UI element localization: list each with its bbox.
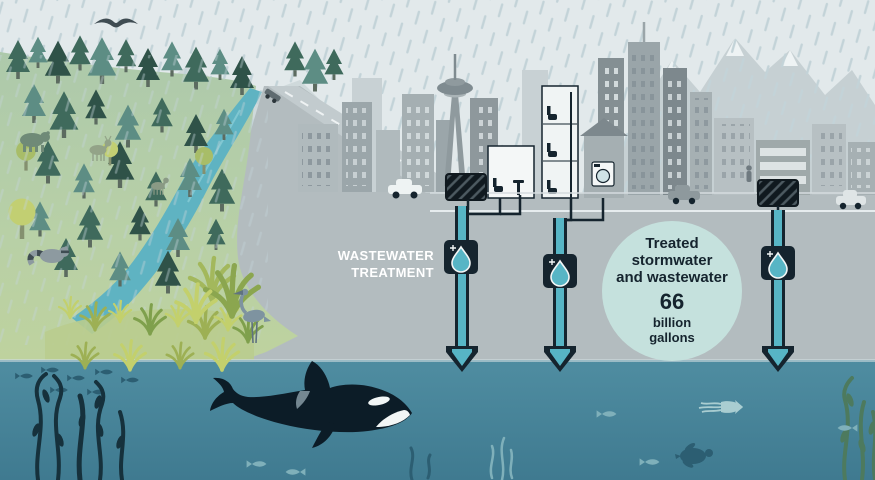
- shoreline: [0, 359, 875, 362]
- kelp: [32, 372, 126, 480]
- treated-water-drop-icon: [760, 245, 796, 281]
- deer: [151, 177, 169, 195]
- pedestrian: [746, 165, 752, 182]
- roof: [580, 118, 628, 136]
- car-gray: [668, 185, 700, 205]
- eagle: [94, 18, 138, 28]
- bear: [20, 131, 50, 152]
- collector-pipes: [462, 195, 780, 222]
- cutaway-building-apartments: [541, 85, 579, 199]
- heron: [233, 288, 271, 344]
- street: [430, 192, 875, 212]
- cutaway-building-bathroom: [487, 145, 535, 199]
- toilet-icon: [548, 114, 557, 120]
- cutaway-house-laundry: [580, 118, 628, 198]
- kelp: [840, 376, 875, 480]
- sink-icon: [513, 180, 524, 183]
- storm-drain-grate-icon: [757, 179, 799, 207]
- seaweed: [409, 436, 514, 480]
- stat-badge-circle: [602, 221, 742, 361]
- treated-water-drop-icon: [443, 239, 479, 275]
- car-light: [836, 190, 866, 210]
- raccoon: [27, 246, 69, 266]
- orca: [210, 361, 412, 448]
- space-needle: [437, 54, 473, 186]
- deer: [89, 135, 112, 161]
- storm-drain-grate-icon: [445, 173, 487, 201]
- car-white: [388, 179, 422, 199]
- squid: [698, 400, 743, 414]
- treated-water-drop-icon: [542, 253, 578, 289]
- rain-streaks: [0, 55, 268, 345]
- sea-turtle: [675, 442, 713, 468]
- sound-water: [0, 360, 875, 480]
- toilet-icon: [494, 186, 503, 192]
- toilet-icon: [548, 151, 557, 157]
